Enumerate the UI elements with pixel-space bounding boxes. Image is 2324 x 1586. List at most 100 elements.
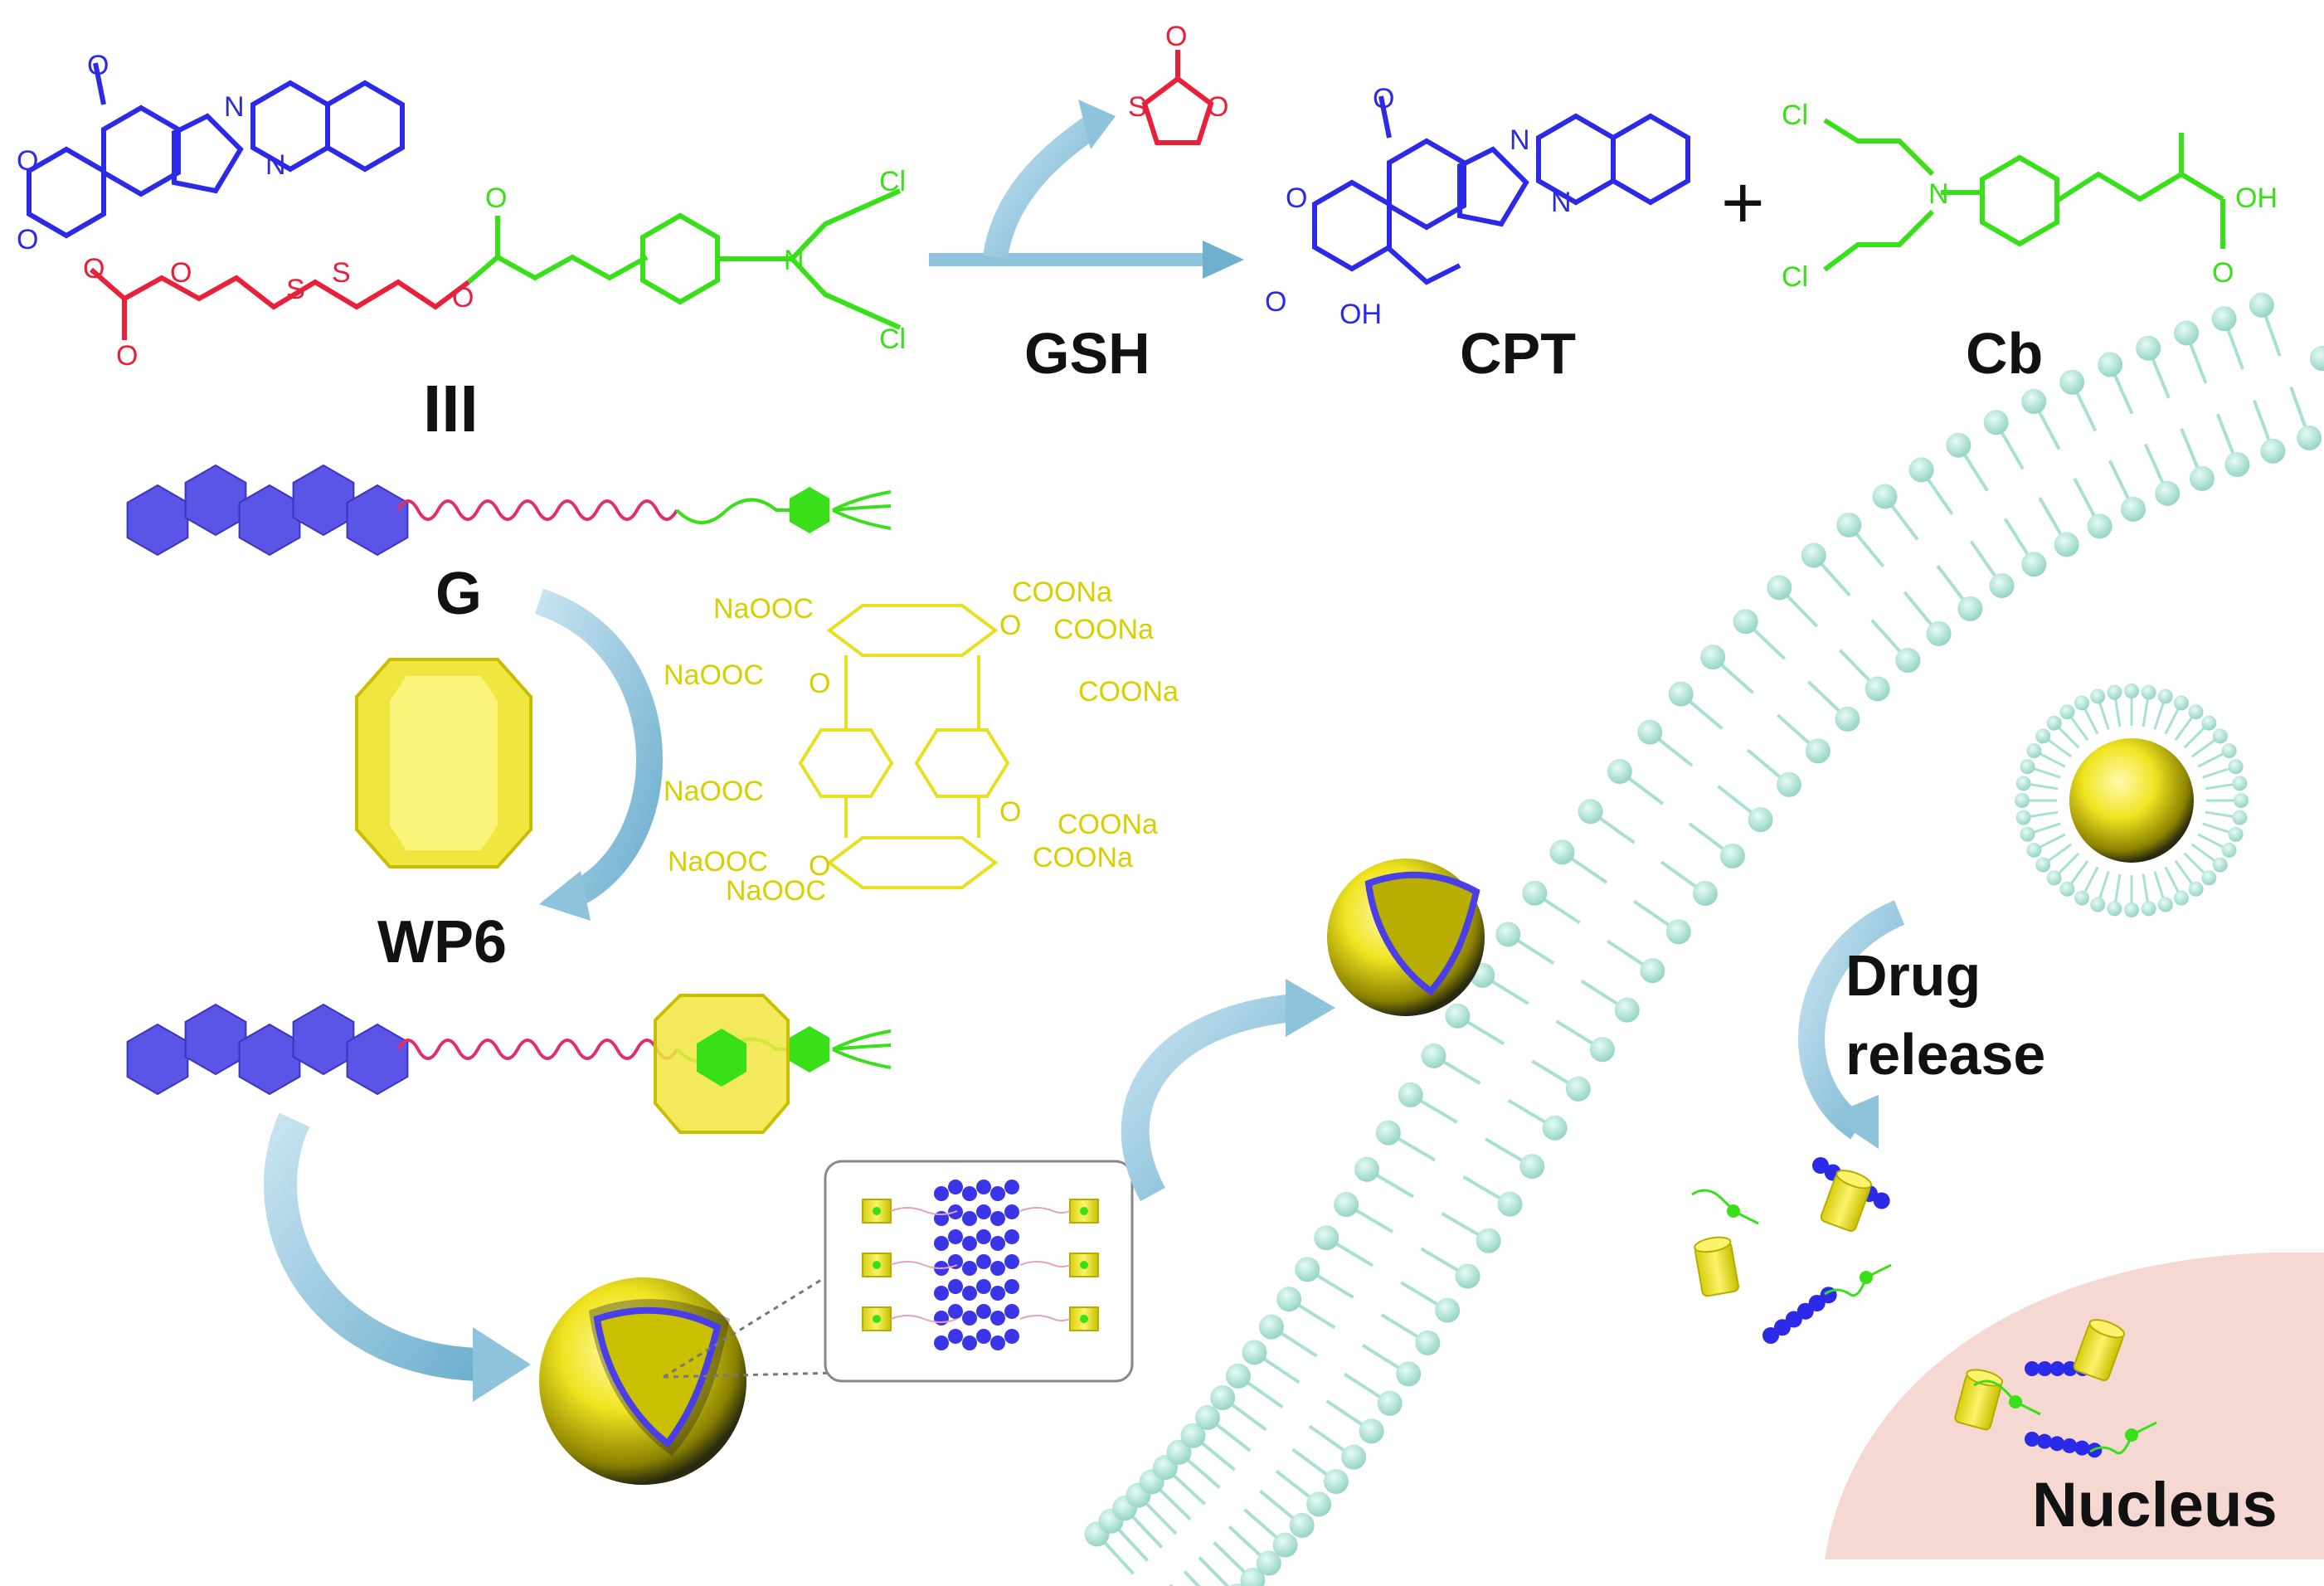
- camptothecin-bead: [934, 1286, 949, 1301]
- released-drugs: [1691, 1157, 2157, 1458]
- atom-naooc: NaOOC: [664, 776, 764, 807]
- lipid-head: [2297, 425, 2322, 450]
- camptothecin-bead: [948, 1304, 963, 1319]
- lipid-tail: [2113, 698, 2122, 727]
- guest-cartoon: [126, 464, 892, 557]
- lipid-tail: [2038, 833, 2066, 849]
- atom-o: O: [1207, 91, 1228, 123]
- lipid-head: [2155, 480, 2181, 506]
- linker-chain: [890, 1261, 958, 1269]
- cb-atoms: Cl Cl N OH O: [1782, 100, 2278, 293]
- chlorambucil-chain: [675, 498, 810, 524]
- lipid-head: [1240, 1567, 1266, 1586]
- lipid-head: [2035, 857, 2051, 873]
- lipid-tail: [1198, 1556, 1230, 1586]
- atom-n: N: [224, 91, 245, 123]
- lipid-tail: [2205, 810, 2234, 819]
- lipid-head: [1194, 1404, 1220, 1430]
- lipid-head: [2074, 890, 2090, 906]
- lipid-head: [1166, 1439, 1192, 1465]
- atom-s: S: [286, 274, 305, 305]
- cpt-drug-bead: [2025, 1361, 2040, 1376]
- lipid-head: [1665, 919, 1691, 945]
- lipid-head: [2173, 890, 2189, 906]
- camptothecin-bead: [948, 1254, 963, 1269]
- arrowhead-icon: [1286, 979, 1335, 1037]
- cpt-drug-bead: [2049, 1436, 2065, 1452]
- membrane-vesicle: [1327, 859, 1485, 1016]
- chlorambucil-dot: [1080, 1315, 1088, 1323]
- arrowhead-icon: [473, 1327, 531, 1402]
- camptothecin-bead: [976, 1180, 991, 1194]
- host-cartoon: [355, 658, 532, 868]
- lipid-tail: [2057, 852, 2080, 875]
- lipid-head: [1242, 1340, 1267, 1365]
- lipid-tail: [2174, 715, 2194, 742]
- atom-n: N: [1928, 178, 1949, 210]
- lipid-head: [1542, 1115, 1568, 1141]
- lipid-head: [2232, 776, 2248, 791]
- atom-n: N: [1551, 187, 1572, 218]
- atom-naooc: NaOOC: [713, 593, 814, 625]
- atom-coona: COONa: [1033, 842, 1133, 873]
- chloroethyl-arms: [832, 1029, 892, 1069]
- byproduct-structure: [1141, 50, 1214, 145]
- lipid-head: [1692, 881, 1718, 907]
- guest-label: G: [435, 561, 482, 627]
- lipid-head: [2107, 901, 2122, 917]
- endosome: [2015, 684, 2249, 917]
- camptothecin-bead: [962, 1286, 977, 1301]
- lipid-head: [1946, 432, 1972, 458]
- lipid-head: [2021, 552, 2047, 577]
- lipid-tail: [2069, 715, 2089, 742]
- camptothecin-ring: [346, 1023, 409, 1096]
- lipid-tail: [2032, 822, 2061, 834]
- atom-coona: COONa: [1053, 614, 1154, 645]
- atom-o: O: [170, 257, 192, 289]
- lipid-head: [2174, 320, 2200, 346]
- lipid-head: [2020, 826, 2035, 842]
- cb-drug-dot: [2009, 1395, 2022, 1408]
- atom-o: O: [452, 282, 474, 314]
- lipid-head: [1637, 719, 1663, 745]
- lipid-tail: [2098, 871, 2110, 900]
- lipid-head: [2090, 897, 2106, 912]
- lipid-head: [2059, 881, 2075, 897]
- camptothecin-bead: [990, 1335, 1005, 1350]
- vesicle-arrow: [264, 1112, 482, 1381]
- lipid-tail: [2205, 782, 2234, 791]
- arrowhead-icon: [1829, 1095, 1879, 1149]
- camptothecin-ring: [126, 484, 189, 557]
- lipid-head: [1445, 1003, 1471, 1029]
- lipid-head: [1549, 839, 1575, 865]
- lipid-tail: [2038, 752, 2066, 768]
- camptothecin-bead: [990, 1211, 1005, 1226]
- lipid-head: [2232, 810, 2248, 825]
- camptothecin-bead: [934, 1236, 949, 1251]
- lipid-head: [1614, 997, 1640, 1023]
- camptothecin-bead: [948, 1279, 963, 1294]
- lipid-head: [1354, 1156, 1380, 1182]
- atom-n: N: [265, 149, 286, 181]
- lipid-head: [2212, 728, 2228, 744]
- lipid-head: [1314, 1225, 1339, 1251]
- compound-iii-atoms: O N N O O O O O S S O O N Cl Cl: [17, 50, 906, 372]
- camptothecin-bead: [962, 1335, 977, 1350]
- lipid-head: [1256, 1550, 1281, 1576]
- chlorambucil-ring: [789, 1026, 830, 1073]
- lipid-head: [1295, 1257, 1320, 1282]
- wp6-cylinder-top: [1694, 1236, 1732, 1253]
- wp6-atoms: NaOOC NaOOC NaOOC NaOOC NaOOC COONa COON…: [664, 577, 1179, 907]
- atom-o: O: [809, 668, 830, 699]
- atom-coona: COONa: [1057, 809, 1158, 840]
- lipid-head: [1272, 1532, 1298, 1558]
- lipid-tail: [2183, 726, 2206, 749]
- cpt-drug-bead: [1796, 1302, 1814, 1320]
- cb-drug-dot: [1727, 1204, 1740, 1218]
- lipid-head: [1926, 620, 1952, 646]
- vesicle-sphere: [539, 1277, 746, 1485]
- cpt-drug-bead: [2062, 1438, 2078, 1453]
- linker-chain: [1019, 1207, 1071, 1214]
- chlorambucil-dot: [1080, 1261, 1088, 1269]
- cpt-drug-bead: [1812, 1157, 1829, 1174]
